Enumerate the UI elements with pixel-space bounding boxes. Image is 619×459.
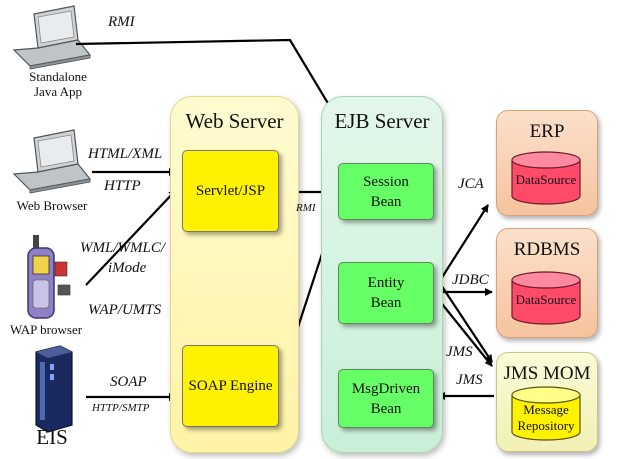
rdbms-datasource-label: DataSource [515, 292, 577, 307]
client-label-eis: EIS [36, 425, 68, 449]
entity-bean-label-line2: Bean [370, 295, 402, 311]
link-label-soap: SOAP [110, 374, 147, 390]
mobile-phone-icon [27, 235, 71, 319]
session-bean-box: Session Bean [338, 163, 434, 220]
erp-datasource-label: DataSource [515, 172, 577, 187]
erp-title: ERP [529, 121, 565, 142]
soap-engine-label: SOAP Engine [188, 377, 273, 394]
web-server-title: Web Server [185, 109, 284, 133]
ejb-server-title: EJB Server [334, 109, 430, 133]
msgdriven-bean-label-line1: MsgDriven [351, 380, 421, 397]
message-repository-label: Message Repository [512, 402, 580, 434]
link-label-jms-2: JMS [456, 372, 483, 388]
servlet-jsp-box: Servlet/JSP [182, 150, 279, 232]
servlet-jsp-label: Servlet/JSP [195, 182, 266, 199]
msgdriven-bean-box: MsgDriven Bean [338, 369, 434, 428]
link-label-jdbc: JDBC [452, 272, 489, 288]
msgdriven-bean-label-line2: Bean [370, 400, 402, 417]
entity-bean-label-line1: Entity [367, 275, 405, 291]
link-label-wml: WML/WMLC/ [80, 240, 166, 256]
message-repository-line1: Message [523, 402, 569, 417]
client-label-wap-browser: WAP browser [9, 322, 83, 337]
entity-bean-box: Entity Bean [338, 262, 434, 324]
link-label-rmi-mid: RMI [296, 202, 316, 214]
message-repository-line2: Repository [517, 418, 575, 433]
client-label-standalone: Standalone Java App [29, 69, 87, 99]
soap-engine-box: SOAP Engine [182, 345, 279, 427]
session-bean-label-line2: Bean [370, 193, 402, 210]
erp-box: ERP [496, 110, 598, 216]
link-label-http: HTTP [104, 178, 141, 194]
laptop-icon [12, 129, 92, 194]
link-label-rmi-top: RMI [108, 14, 135, 30]
link-label-html-xml: HTML/XML [88, 146, 163, 162]
link-label-http-smtp: HTTP/SMTP [92, 402, 150, 414]
link-label-imode: iMode [108, 260, 147, 276]
server-tower-icon [35, 345, 73, 433]
session-bean-label-line1: Session [363, 173, 409, 190]
laptop-icon [12, 5, 92, 70]
link-label-jms-1: JMS [446, 344, 473, 360]
jms-mom-title: JMS MOM [503, 363, 591, 384]
rdbms-box: RDBMS [496, 228, 598, 338]
client-label-web-browser: Web Browser [16, 198, 88, 213]
link-label-jca: JCA [458, 176, 484, 192]
rdbms-title: RDBMS [513, 239, 581, 260]
link-label-wap-umts: WAP/UMTS [88, 302, 162, 318]
